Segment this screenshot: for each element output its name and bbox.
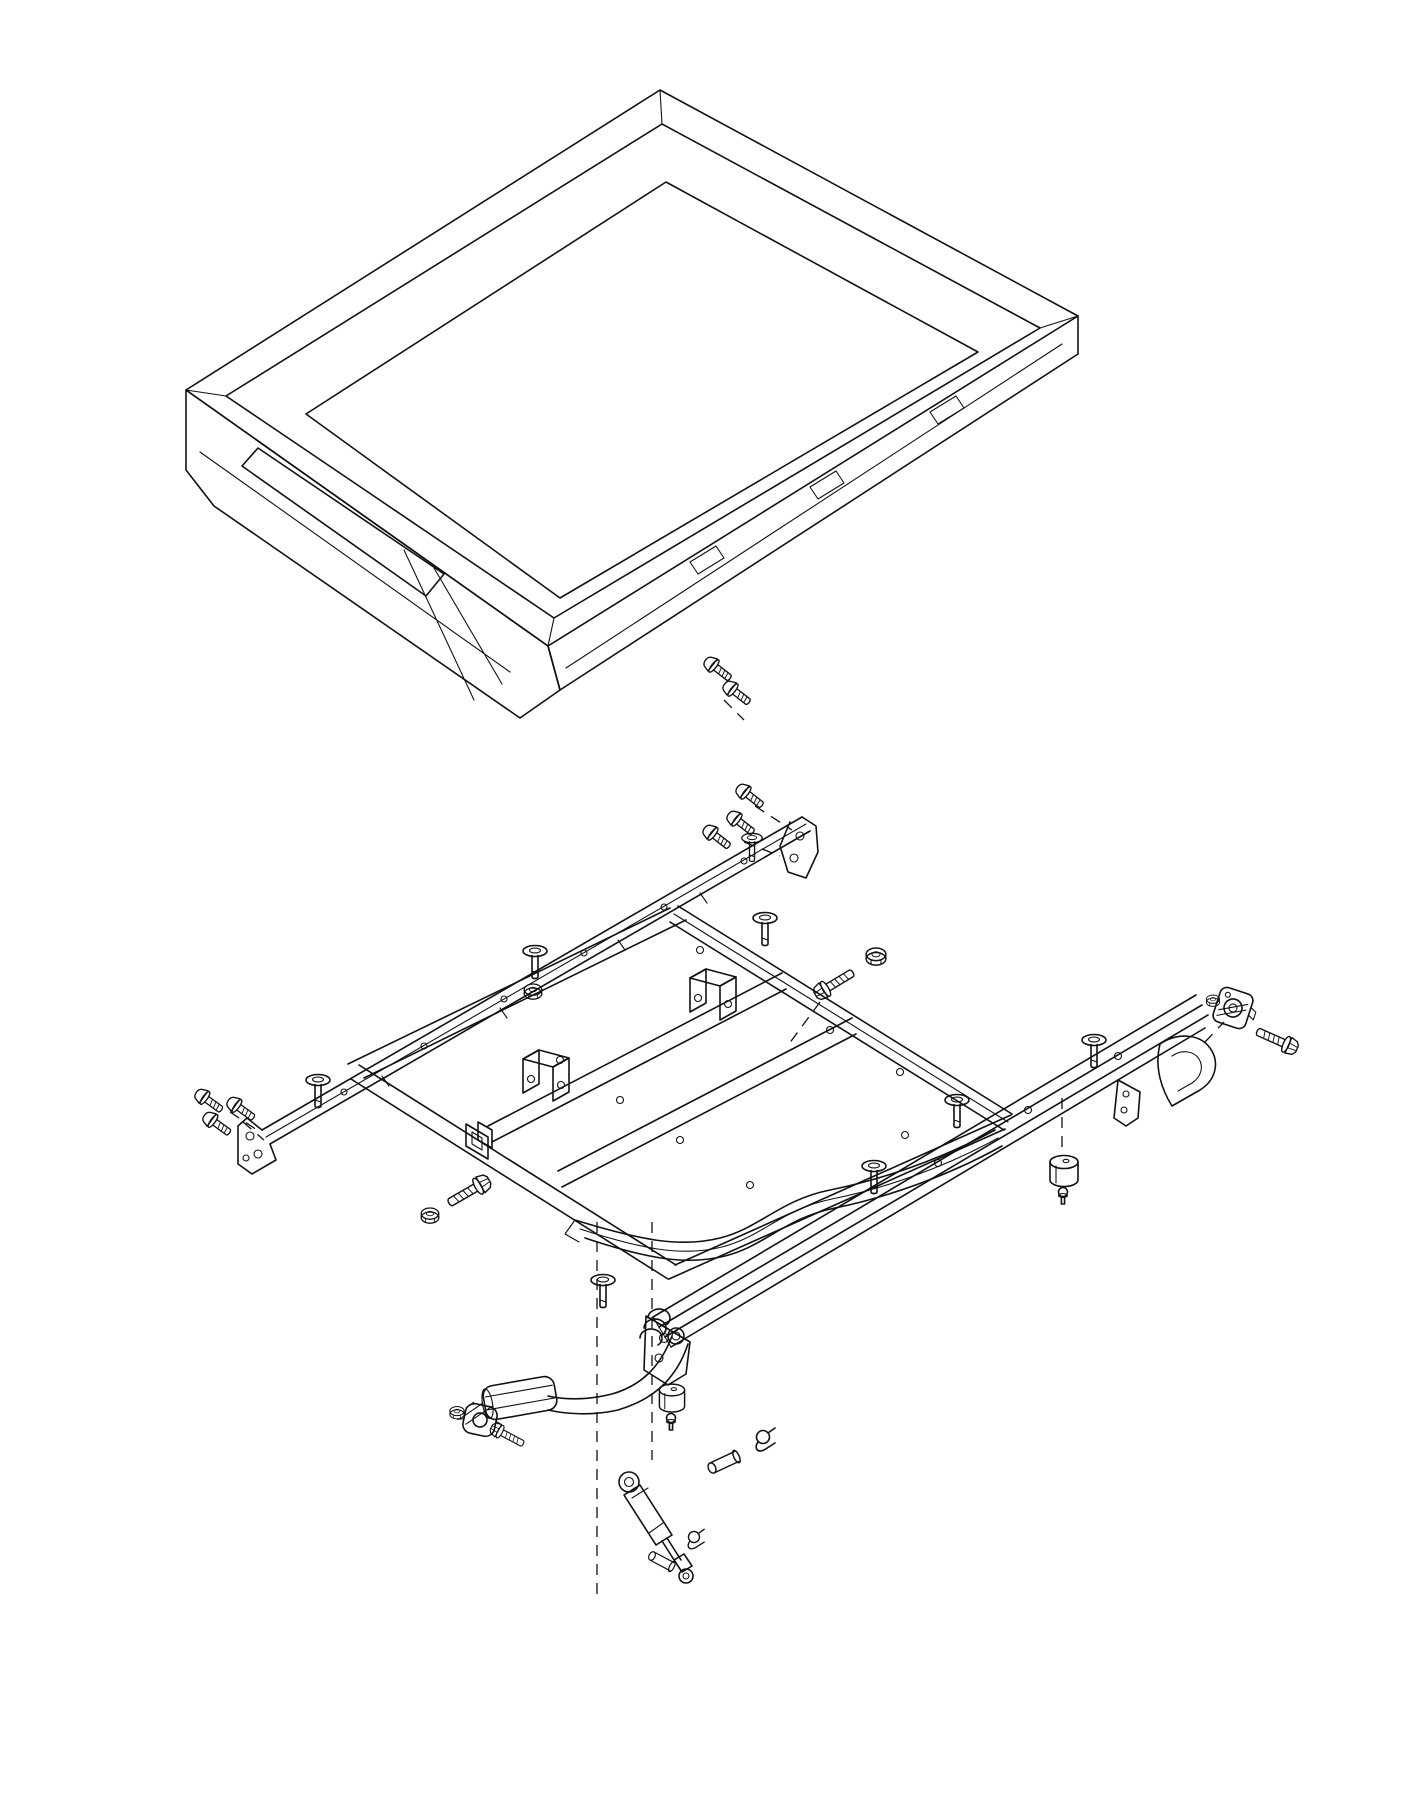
left-side-rail-drawing: [191, 652, 819, 1175]
cargo-box-drawing: [185, 89, 1079, 719]
latch-and-strut-drawing: [449, 1222, 776, 1600]
box-frame-drawing: [347, 905, 1013, 1309]
pivot-rail-drawing: [639, 986, 1302, 1386]
